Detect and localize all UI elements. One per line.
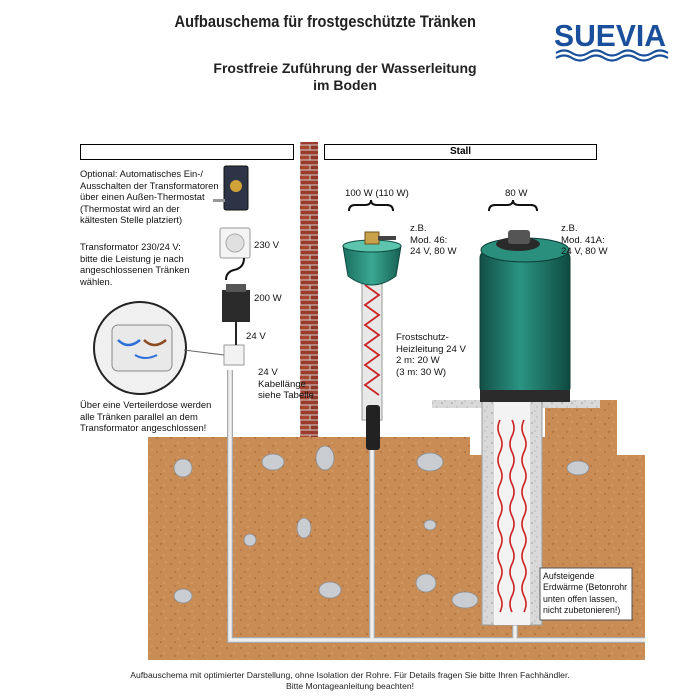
footer-note: Aufbauschema mit optimierter Darstellung…	[130, 670, 570, 691]
thermostat-note: Optional: Automatisches Ein-/ Ausschalte…	[80, 168, 219, 226]
junction-note: Über eine Verteilerdose werden alle Trän…	[80, 399, 212, 434]
tank-power-label: 80 W	[505, 188, 528, 199]
output-voltage-label: 24 V	[246, 331, 266, 342]
transformer-note: Transformator 230/24 V: bitte die Leistu…	[80, 241, 190, 287]
heating-cable-note: Frostschutz- Heizleitung 24 V 2 m: 20 W …	[396, 332, 466, 378]
logo-text: SUEVIA	[554, 18, 666, 53]
page-title: Aufbauschema für frostgeschützte Tränken	[174, 12, 476, 31]
label-outside	[80, 144, 294, 160]
gravel-stones	[173, 445, 590, 609]
soil-ground	[148, 400, 645, 660]
bowl-power-label: 100 W (110 W)	[345, 188, 409, 199]
subtitle-line-1: Frostfreie Zuführung der Wasserleitung	[213, 60, 477, 76]
cable-note: 24 V Kabellänge siehe Tabelle	[258, 367, 314, 401]
tank-model-label: z.B. Mod. 41A: 24 V, 80 W	[561, 223, 608, 257]
page-subtitle: Frostfreie Zuführung der Wasserleitung i…	[175, 60, 515, 94]
junction-box-magnifier	[93, 301, 225, 395]
brick-wall	[300, 142, 318, 437]
subtitle-line-2: im Boden	[313, 77, 377, 93]
geothermal-note: Aufsteigende Erdwärme (Betonrohr unten o…	[543, 571, 628, 616]
geothermal-note-box	[539, 567, 633, 621]
label-stall: Stall	[324, 144, 597, 160]
transformer-power-label: 200 W	[254, 293, 282, 304]
rising-heat-arrows	[497, 419, 527, 613]
socket-voltage-label: 230 V	[254, 240, 280, 251]
tank-drinker	[479, 230, 571, 402]
electrical-components	[213, 165, 251, 366]
bowl-drinker	[342, 231, 402, 450]
power-braces	[348, 199, 538, 212]
suevia-logo: SUEVIA	[552, 16, 672, 67]
bowl-model-label: z.B. Mod. 46: 24 V, 80 W	[410, 223, 457, 257]
